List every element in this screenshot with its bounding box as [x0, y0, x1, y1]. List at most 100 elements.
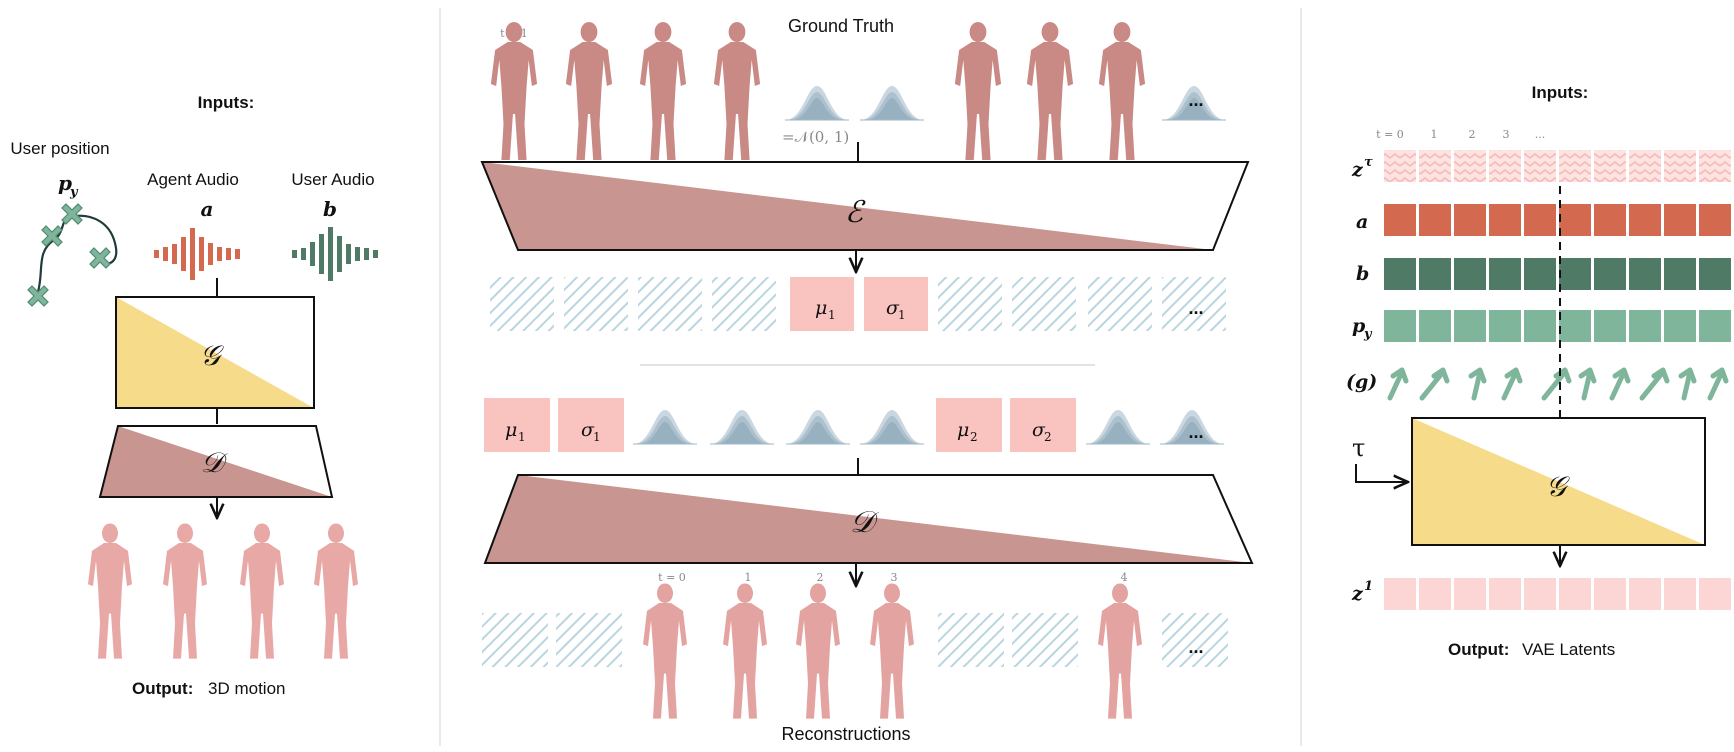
right-inputs-label: Inputs:	[1532, 83, 1589, 102]
latent-cell	[1454, 150, 1486, 182]
decoder-block	[98, 425, 334, 498]
row-z-tau	[1384, 150, 1731, 182]
sigma2-subscript: 2	[1044, 430, 1052, 444]
latent-cell	[1629, 578, 1661, 610]
waveform-bar	[355, 247, 360, 261]
gradient-arrow-head	[1504, 367, 1523, 384]
waveform-bar	[292, 250, 297, 258]
output-figure-3	[240, 523, 284, 659]
row-p-sub: y	[1363, 327, 1373, 342]
latent-cell	[1699, 204, 1731, 236]
trajectory-icon	[27, 203, 118, 307]
gradient-arrow-head	[1468, 367, 1487, 384]
waveform-bar	[163, 247, 168, 261]
latent-cell	[1384, 578, 1416, 610]
tau-label: τ	[1352, 434, 1365, 462]
reconstruction-ellipsis: ...	[1188, 637, 1203, 657]
gradient-arrow-icon	[1609, 369, 1627, 401]
row-z1-sup: 1	[1364, 579, 1373, 594]
gradient-arrow-icon	[1541, 369, 1568, 401]
row-b-label: b	[1356, 263, 1369, 285]
gradient-arrow-head	[1578, 367, 1597, 384]
latent-cell	[1594, 258, 1626, 290]
latent-cell	[1524, 578, 1556, 610]
latent-cell	[1419, 578, 1451, 610]
latent-cell	[1454, 310, 1486, 342]
waveform-bar	[226, 248, 231, 260]
latent-row2-ellipsis: ...	[1188, 422, 1203, 442]
timestep-tick: t = 0	[1376, 128, 1404, 141]
gradient-arrow-head	[1431, 367, 1450, 384]
gradient-arrow-icon	[1681, 369, 1693, 401]
latent-cell	[1384, 258, 1416, 290]
latent-cell	[1489, 150, 1521, 182]
mu2-label: μ	[957, 419, 969, 441]
waveform-bar	[301, 248, 306, 260]
agent-audio-label: Agent Audio	[147, 170, 239, 189]
latent-cell	[1419, 258, 1451, 290]
row-z1-label: z	[1351, 583, 1364, 605]
decoder-block-middle	[483, 474, 1254, 564]
sigma1-label: σ	[886, 297, 900, 319]
row-a-label: a	[1356, 211, 1368, 233]
latent-cell	[1384, 310, 1416, 342]
output-figure-4	[314, 523, 358, 659]
generator-block	[115, 296, 315, 409]
gradient-arrow-head	[1612, 367, 1631, 384]
sigma1-label-row2: σ	[581, 419, 595, 441]
normal-distribution-label: =𝒩(0, 1)	[782, 128, 849, 146]
row-p-y	[1384, 310, 1731, 342]
row-z-sup: τ	[1364, 155, 1373, 170]
sigma1-sub-row2: 1	[593, 430, 601, 444]
timestep-tick: 1	[745, 571, 752, 584]
latent-cell	[1419, 310, 1451, 342]
latent-cell	[1384, 204, 1416, 236]
latent-cell	[1384, 150, 1416, 182]
latent-cell	[1524, 258, 1556, 290]
waveform-bar	[181, 237, 186, 271]
right-output-bold: Output:	[1448, 640, 1509, 659]
latent-cell	[1699, 258, 1731, 290]
waveform-bar	[208, 243, 213, 265]
timestep-tick: t = 0	[658, 571, 686, 584]
waveform-bar	[154, 250, 159, 258]
gaussian-icon	[632, 409, 698, 445]
timestep-tick: 3	[1503, 128, 1510, 141]
gaussian-icon	[784, 85, 850, 121]
mu1-sub-row2: 1	[518, 430, 526, 444]
p-subscript: y	[69, 185, 79, 200]
waveform-bar	[346, 244, 351, 264]
latent-cell	[1489, 310, 1521, 342]
latent-row-encoded	[490, 277, 1226, 331]
latent-cell	[1524, 150, 1556, 182]
user-position-label: User position	[10, 139, 109, 158]
waveform-bar	[217, 247, 222, 261]
gradient-arrow-icon	[1387, 369, 1405, 401]
latent-cell	[1454, 204, 1486, 236]
row-g-arrows	[1387, 367, 1729, 401]
reconstruction-row-blocks	[482, 613, 1228, 667]
gaussian-icon	[859, 85, 925, 121]
waveform-bar	[172, 244, 177, 264]
waveform-bar	[190, 228, 195, 280]
mu1-label: μ	[815, 297, 827, 319]
latent-cell	[1454, 258, 1486, 290]
right-output-text: VAE Latents	[1522, 640, 1615, 659]
latent-cell	[1629, 310, 1661, 342]
sigma2-label: σ	[1032, 419, 1046, 441]
agent-audio-waveform	[154, 228, 240, 280]
latent-cell	[1559, 150, 1591, 182]
gradient-arrow-head	[1390, 367, 1409, 384]
timestep-tick: ...	[1535, 128, 1546, 141]
user-audio-label: User Audio	[291, 170, 374, 189]
latent-row-sampled	[484, 398, 1076, 452]
left-output-bold: Output:	[132, 679, 193, 698]
waveform-bar	[199, 237, 204, 271]
latent-cell	[1629, 204, 1661, 236]
gradient-arrow-icon	[1471, 369, 1483, 401]
waveform-bar	[310, 242, 315, 266]
sigma1-subscript: 1	[898, 308, 906, 322]
